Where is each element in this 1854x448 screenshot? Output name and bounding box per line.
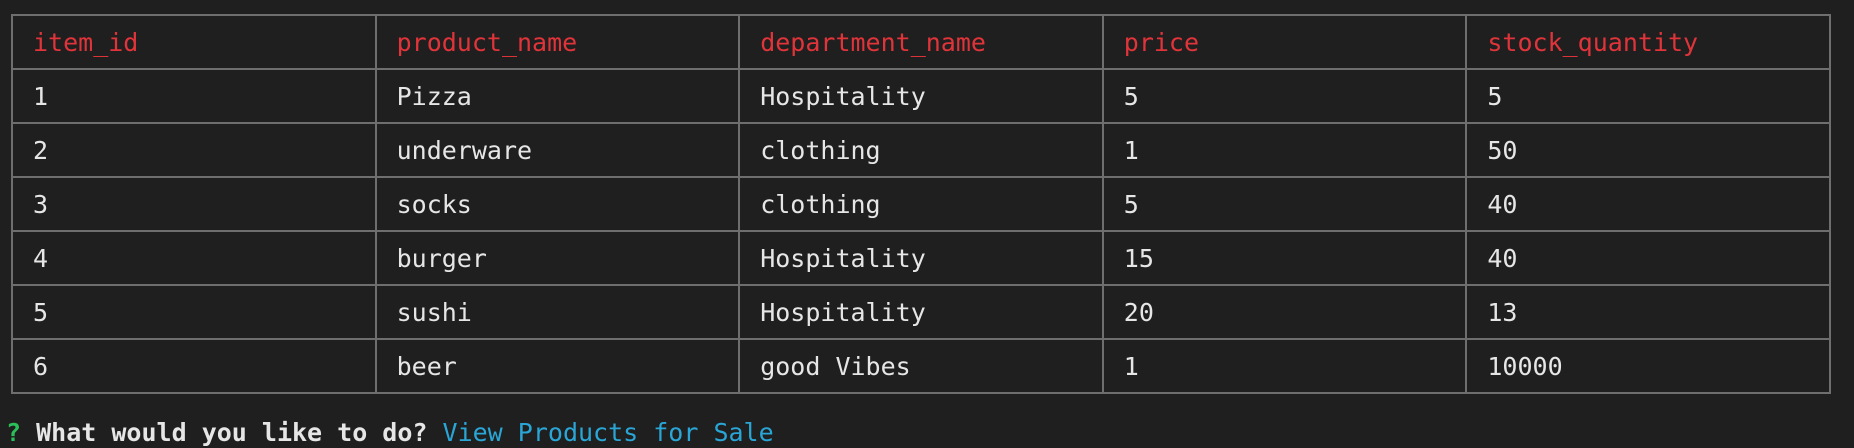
column-header-item-id: item_id [11, 14, 377, 70]
cell-department-name: Hospitality [738, 68, 1104, 124]
cell-item-id: 3 [11, 176, 377, 232]
table-header-row: item_id product_name department_name pri… [11, 14, 1831, 70]
cell-price: 20 [1101, 284, 1468, 340]
cell-stock-quantity: 40 [1465, 230, 1831, 286]
cell-item-id: 6 [11, 338, 377, 394]
column-header-department-name: department_name [738, 14, 1104, 70]
cell-department-name: good Vibes [738, 338, 1104, 394]
cell-department-name: Hospitality [738, 230, 1104, 286]
table-row: 1 Pizza Hospitality 5 5 [11, 68, 1831, 124]
prompt-selected-answer[interactable]: View Products for Sale [442, 418, 774, 447]
cell-price: 1 [1101, 122, 1468, 178]
cell-stock-quantity: 50 [1465, 122, 1831, 178]
cell-product-name: socks [374, 176, 741, 232]
table-row: 5 sushi Hospitality 20 13 [11, 284, 1831, 340]
products-table: item_id product_name department_name pri… [11, 14, 1831, 394]
cell-item-id: 5 [11, 284, 377, 340]
column-header-stock-quantity: stock_quantity [1465, 14, 1831, 70]
cell-price: 1 [1101, 338, 1468, 394]
cell-item-id: 1 [11, 68, 377, 124]
table-row: 3 socks clothing 5 40 [11, 176, 1831, 232]
cell-item-id: 4 [11, 230, 377, 286]
table-row: 2 underware clothing 1 50 [11, 122, 1831, 178]
cell-price: 5 [1101, 68, 1468, 124]
prompt-question: What would you like to do? [36, 418, 428, 447]
cell-price: 5 [1101, 176, 1468, 232]
prompt-question-mark: ? [6, 418, 22, 447]
column-header-price: price [1101, 14, 1468, 70]
table-row: 4 burger Hospitality 15 40 [11, 230, 1831, 286]
cell-product-name: beer [374, 338, 741, 394]
cell-stock-quantity: 13 [1465, 284, 1831, 340]
cell-product-name: Pizza [374, 68, 741, 124]
cell-department-name: clothing [738, 176, 1104, 232]
cell-product-name: underware [374, 122, 741, 178]
cell-stock-quantity: 10000 [1465, 338, 1831, 394]
column-header-product-name: product_name [374, 14, 741, 70]
cell-item-id: 2 [11, 122, 377, 178]
cell-price: 15 [1101, 230, 1468, 286]
cli-prompt[interactable]: ? What would you like to do? View Produc… [6, 418, 774, 448]
cell-product-name: sushi [374, 284, 741, 340]
cell-stock-quantity: 5 [1465, 68, 1831, 124]
cell-department-name: Hospitality [738, 284, 1104, 340]
cell-product-name: burger [374, 230, 741, 286]
cell-department-name: clothing [738, 122, 1104, 178]
cell-stock-quantity: 40 [1465, 176, 1831, 232]
table-row: 6 beer good Vibes 1 10000 [11, 338, 1831, 394]
